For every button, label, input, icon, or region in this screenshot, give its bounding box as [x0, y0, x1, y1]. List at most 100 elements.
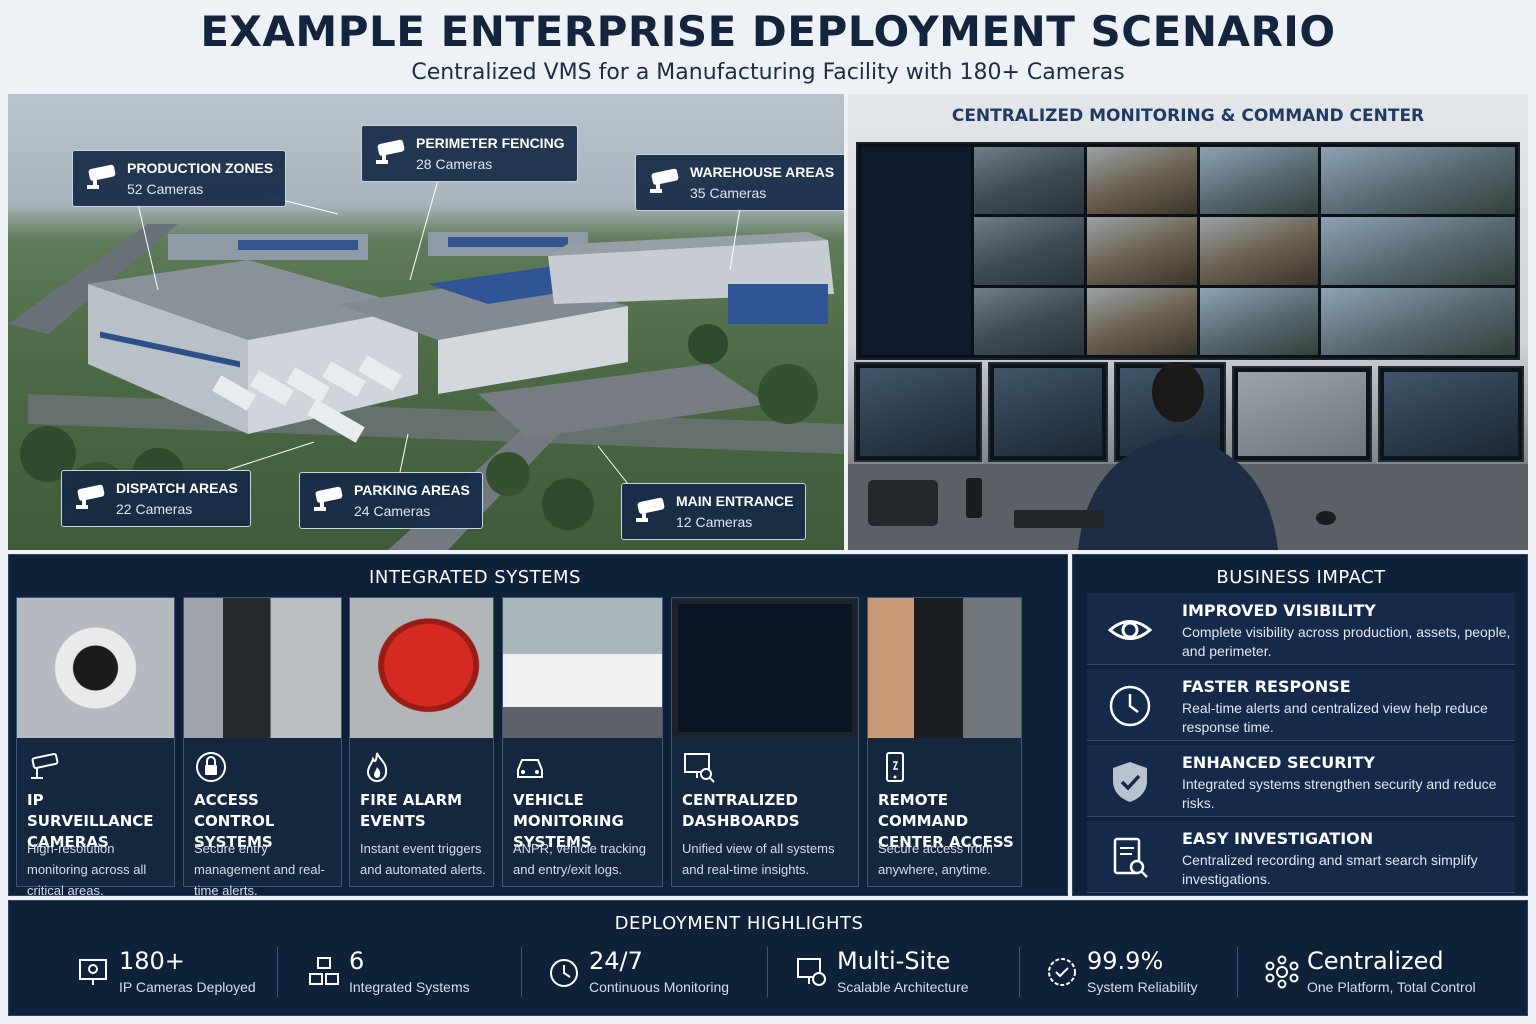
integrated-systems-panel: INTEGRATED SYSTEMS IP SURVEILLANCE CAMER…	[8, 554, 1068, 898]
cctv-camera-icon	[650, 168, 679, 193]
vehicle-photo	[503, 598, 662, 738]
callout-production-zones: PRODUCTION ZONES 52 Cameras	[72, 150, 287, 207]
integrated-card-access-control: ACCESS CONTROL SYSTEMS Secure entry mana…	[183, 597, 342, 898]
callout-count: 28 Cameras	[416, 156, 493, 172]
callout-title: PRODUCTION ZONES	[127, 160, 274, 176]
video-tile	[1200, 147, 1318, 215]
shield-check-icon	[1113, 762, 1147, 802]
card-title: REMOTE COMMAND CENTER ACCESS	[878, 791, 1014, 851]
hub-icon	[1265, 955, 1299, 989]
timer-icon	[550, 959, 578, 987]
cctv-camera-icon	[76, 484, 105, 509]
dashboard-photo	[672, 598, 858, 738]
facility-illustration	[8, 179, 844, 550]
integrated-card-ip-surveillance: IP SURVEILLANCE CAMERAS High-resolution …	[16, 597, 175, 898]
video-wall	[856, 142, 1520, 360]
card-title: IP SURVEILLANCE CAMERAS	[27, 791, 154, 851]
operator-monitor	[854, 362, 982, 462]
monitor-search-icon	[684, 753, 715, 783]
callout-main-entrance: MAIN ENTRANCE 12 Cameras	[621, 483, 807, 540]
stat-label: Scalable Architecture	[837, 979, 969, 995]
cctv-camera-icon	[314, 486, 343, 511]
operator-monitor	[988, 362, 1108, 462]
smartphone-icon	[886, 752, 904, 782]
video-tile	[974, 287, 1084, 355]
command-center-title: CENTRALIZED MONITORING & COMMAND CENTER	[951, 106, 1425, 126]
card-title: VEHICLE MONITORING SYSTEMS	[513, 791, 624, 851]
multisite-icon	[797, 958, 826, 986]
stat-divider	[277, 947, 278, 997]
impact-title: ENHANCED SECURITY	[1182, 753, 1375, 772]
integrated-card-vehicle-monitoring: VEHICLE MONITORING SYSTEMS ANPR, vehicle…	[502, 597, 663, 887]
stat-label: Continuous Monitoring	[589, 979, 730, 995]
card-description: Unified view of all systems and real-tim…	[682, 841, 835, 877]
fire-alarm-photo	[350, 598, 493, 738]
callout-title: MAIN ENTRANCE	[676, 493, 794, 509]
video-tile	[1087, 217, 1197, 285]
stat-label: One Platform, Total Control	[1307, 979, 1476, 995]
stat-value: Multi-Site	[837, 947, 951, 975]
access-control-photo	[184, 598, 341, 738]
stat-value: 6	[349, 947, 365, 975]
card-description: High-resolution monitoring across all cr…	[27, 841, 147, 898]
deployment-highlights-title: DEPLOYMENT HIGHLIGHTS	[614, 913, 864, 934]
operator-illustration	[848, 362, 1528, 550]
business-impact-title: BUSINESS IMPACT	[1216, 567, 1386, 588]
integrated-card-remote-access: REMOTE COMMAND CENTER ACCESS Secure acce…	[867, 597, 1022, 887]
ip-camera-photo	[17, 598, 174, 738]
callout-count: 24 Cameras	[354, 503, 431, 519]
operator-monitor	[1378, 366, 1524, 462]
stat-label: System Reliability	[1087, 979, 1198, 995]
operator-monitor-map	[1232, 366, 1372, 462]
cctv-camera-icon	[636, 497, 665, 522]
impact-description: Centralized recording and smart search s…	[1182, 852, 1478, 887]
callout-parking-areas: PARKING AREAS 24 Cameras	[299, 472, 483, 529]
video-tile	[1087, 147, 1197, 215]
video-tile	[1321, 147, 1515, 215]
video-tile	[974, 217, 1084, 285]
callout-count: 22 Cameras	[116, 501, 193, 517]
stat-label: IP Cameras Deployed	[119, 979, 256, 995]
page-subtitle: Centralized VMS for a Manufacturing Faci…	[411, 60, 1125, 85]
video-tile	[1087, 287, 1197, 355]
callout-count: 12 Cameras	[676, 514, 753, 530]
car-icon	[517, 759, 543, 778]
page-title: EXAMPLE ENTERPRISE DEPLOYMENT SCENARIO	[200, 7, 1336, 56]
eye-icon	[1107, 620, 1153, 640]
stat-divider	[767, 947, 768, 997]
video-tile	[1321, 287, 1515, 355]
impact-item-response: FASTER RESPONSE Real-time alerts and cen…	[1087, 669, 1515, 741]
stat-divider	[521, 947, 522, 997]
flame-icon	[366, 752, 388, 782]
impact-item-visibility: IMPROVED VISIBILITY Complete visibility …	[1087, 593, 1515, 665]
callout-dispatch-areas: DISPATCH AREAS 22 Cameras	[61, 470, 251, 527]
remote-access-photo	[868, 598, 1021, 738]
card-description: Secure entry management and real-time al…	[194, 841, 325, 898]
business-impact-panel: BUSINESS IMPACT IMPROVED VISIBILITY Comp…	[1072, 554, 1528, 896]
video-tile	[1321, 217, 1515, 285]
impact-description: Integrated systems strengthen security a…	[1182, 776, 1497, 811]
callout-count: 35 Cameras	[690, 185, 767, 201]
impact-item-security: ENHANCED SECURITY Integrated systems str…	[1087, 745, 1515, 817]
video-tile	[974, 147, 1084, 215]
callout-title: PERIMETER FENCING	[416, 135, 565, 151]
cctv-camera-icon	[87, 164, 116, 189]
stat-divider	[1019, 947, 1020, 997]
video-wall-dashboard	[861, 147, 971, 355]
stat-divider	[1237, 947, 1238, 997]
aerial-facility-view: PRODUCTION ZONES 52 Cameras PERIMETER FE…	[8, 94, 844, 550]
impact-description: Complete visibility across production, a…	[1182, 624, 1511, 659]
integrated-card-centralized-dashboards: CENTRALIZED DASHBOARDS Unified view of a…	[671, 597, 859, 887]
page-header: EXAMPLE ENTERPRISE DEPLOYMENT SCENARIO C…	[0, 0, 1536, 92]
callout-warehouse-areas: WAREHOUSE AREAS 35 Cameras	[635, 154, 844, 211]
video-tile	[1200, 217, 1318, 285]
card-description: ANPR, vehicle tracking and entry/exit lo…	[513, 841, 646, 877]
impact-title: IMPROVED VISIBILITY	[1182, 601, 1376, 620]
impact-title: EASY INVESTIGATION	[1182, 829, 1374, 848]
integrated-card-fire-alarm: FIRE ALARM EVENTS Instant event triggers…	[349, 597, 494, 887]
card-description: Instant event triggers and automated ale…	[360, 841, 486, 877]
command-center-panel: CENTRALIZED MONITORING & COMMAND CENTER	[848, 94, 1528, 550]
card-title: CENTRALIZED DASHBOARDS	[682, 791, 800, 830]
callout-count: 52 Cameras	[127, 181, 204, 197]
callout-perimeter-fencing: PERIMETER FENCING 28 Cameras	[361, 125, 578, 182]
